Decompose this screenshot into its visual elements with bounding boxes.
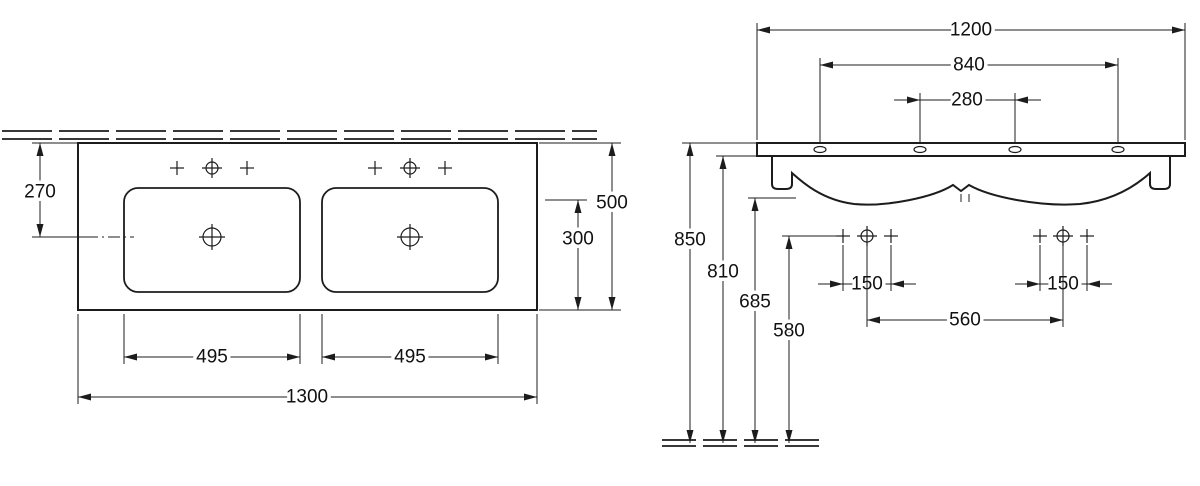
dim-300-group: 300: [545, 199, 597, 310]
dim-560-label: 560: [949, 310, 981, 331]
dim-280-group: 280: [894, 86, 1041, 143]
dim-1300-group: 1300: [77, 314, 538, 411]
dim-495-left-label: 495: [196, 347, 228, 368]
dim-580-label: 580: [773, 321, 805, 342]
dim-810-group: 810: [704, 156, 742, 443]
dim-300-label: 300: [562, 229, 594, 250]
fixing-hole-icon: [1032, 228, 1048, 244]
vanity-slab: [756, 142, 1186, 157]
dim-850-group: 850: [671, 143, 709, 443]
dim-560-group: 560: [866, 245, 1064, 334]
dim-840-group: 840: [819, 51, 1119, 143]
dim-840-label: 840: [953, 55, 985, 76]
dim-1200-group: 1200: [756, 16, 1186, 140]
tap-hole-icon: [1111, 145, 1125, 154]
dim-1200-label: 1200: [950, 20, 992, 41]
front-view: 1200 840 280 850: [662, 16, 1186, 447]
fixing-hole-icon: [1079, 228, 1095, 244]
dim-280-label: 280: [951, 90, 983, 111]
dim-270-group: 270: [21, 142, 86, 238]
dim-500-label: 500: [596, 193, 628, 214]
wall-hatch: [2, 130, 597, 140]
fixing-hole-icon: [856, 225, 878, 247]
dim-685-label: 685: [739, 292, 771, 313]
fixing-hole-icon: [883, 228, 899, 244]
floor-hatch: [662, 439, 820, 447]
tap-hole-icon: [1008, 145, 1022, 154]
plan-view: 270 500 300 495 495: [2, 130, 631, 411]
tap-hole-icon: [813, 145, 827, 154]
dim-495-right-label: 495: [394, 347, 426, 368]
dim-810-label: 810: [707, 262, 739, 283]
tap-hole-icon: [913, 145, 927, 154]
dim-850-label: 850: [674, 230, 706, 251]
dim-495-left-group: 495: [123, 314, 301, 371]
dim-500-group: 500: [539, 142, 631, 311]
dim-495-right-group: 495: [321, 314, 499, 371]
fixing-hole-icon: [835, 228, 851, 244]
dim-580-group: 580: [770, 236, 808, 443]
basin-underside-profile: [771, 156, 1171, 206]
dim-1300-label: 1300: [286, 387, 328, 408]
dim-270-label: 270: [24, 182, 56, 203]
fixing-hole-icon: [1052, 225, 1074, 247]
dim-685-group: 685: [736, 198, 774, 443]
